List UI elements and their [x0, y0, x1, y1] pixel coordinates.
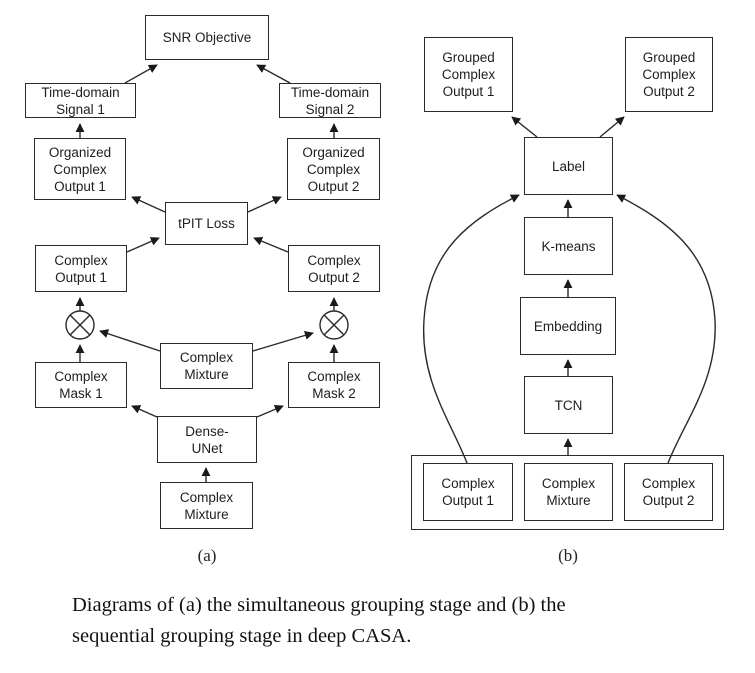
edge-out1-to-tpit — [126, 237, 160, 253]
input-complex-mixture-node: Complex Mixture — [524, 463, 613, 521]
time-domain-signal-2-node: Time-domain Signal 2 — [279, 83, 381, 118]
edge-time1-to-snr — [124, 64, 158, 84]
tpit-loss-node: tPIT Loss — [165, 202, 248, 245]
kmeans-node: K-means — [524, 217, 613, 275]
edge-tpit-to-org1 — [131, 196, 166, 213]
complex-output-2-node: Complex Output 2 — [288, 245, 380, 292]
snr-objective-node: SNR Objective — [145, 15, 269, 60]
complex-output-1-node: Complex Output 1 — [35, 245, 127, 292]
multiply-icon — [319, 310, 349, 340]
organized-complex-output-1-node: Organized Complex Output 1 — [34, 138, 126, 200]
edge-time2-to-snr — [256, 64, 291, 84]
edge-curve-output2-to-label — [616, 194, 716, 464]
grouped-complex-output-1-node: Grouped Complex Output 1 — [424, 37, 513, 112]
time-domain-signal-1-node: Time-domain Signal 1 — [25, 83, 136, 118]
edge-out2-to-tpit — [253, 236, 289, 253]
edge-label-to-grouped2 — [599, 116, 625, 138]
multiply-icon — [65, 310, 95, 340]
embedding-node: Embedding — [520, 297, 616, 355]
edge-unet-to-mask2 — [256, 405, 284, 418]
caption-line-1: Diagrams of (a) the simultaneous groupin… — [72, 594, 566, 616]
tcn-node: TCN — [524, 376, 613, 434]
dense-unet-node: Dense- UNet — [157, 416, 257, 463]
edge-unet-to-mask1 — [131, 405, 158, 418]
complex-mixture-mid-node: Complex Mixture — [160, 343, 253, 389]
label-node: Label — [524, 137, 613, 195]
edge-mixture-to-mult2 — [252, 331, 314, 352]
caption-line-2: sequential grouping stage in deep CASA. — [72, 625, 412, 647]
input-complex-output-2-node: Complex Output 2 — [624, 463, 713, 521]
edge-curve-output1-to-label — [422, 194, 520, 464]
input-group-container — [411, 455, 724, 530]
edge-tpit-to-org2 — [247, 196, 282, 213]
diagram-a-label: (a) — [197, 546, 217, 565]
edge-label-to-grouped1 — [511, 116, 538, 138]
figure-caption: Diagrams of (a) the simultaneous groupin… — [72, 590, 712, 652]
organized-complex-output-2-node: Organized Complex Output 2 — [287, 138, 380, 200]
complex-mask-1-node: Complex Mask 1 — [35, 362, 127, 408]
diagram-b-label: (b) — [558, 546, 578, 565]
edge-mixture-to-mult1 — [99, 329, 161, 352]
complex-mixture-input-node: Complex Mixture — [160, 482, 253, 529]
input-complex-output-1-node: Complex Output 1 — [423, 463, 513, 521]
complex-mask-2-node: Complex Mask 2 — [288, 362, 380, 408]
grouped-complex-output-2-node: Grouped Complex Output 2 — [625, 37, 713, 112]
